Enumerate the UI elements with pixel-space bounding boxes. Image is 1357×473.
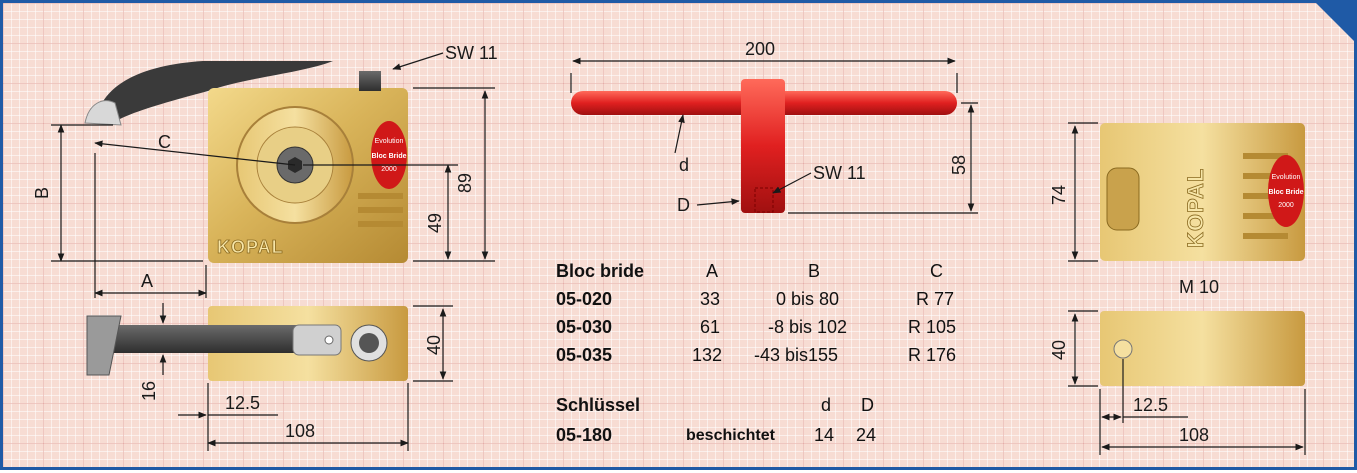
header-b: B: [808, 261, 821, 281]
end-badge-text-bot: 2000: [1278, 202, 1294, 209]
row-1-c: R 105: [908, 317, 957, 337]
header-schluessel: Schlüssel: [556, 395, 641, 415]
row-1-code: 05-030: [556, 317, 613, 337]
badge-text-mid: Bloc Bride: [371, 153, 406, 160]
dim-200-label: 200: [745, 39, 775, 59]
t-key-drawing: 200 58 d D SW 11: [570, 39, 978, 215]
badge-text-top: Evolution: [375, 138, 404, 145]
header-a: A: [706, 261, 719, 281]
row-2-b: -43 bis155: [754, 345, 839, 365]
header-c: C: [930, 261, 943, 281]
key-D-label: D: [677, 195, 690, 215]
key-coating: beschichtet: [686, 427, 775, 444]
key-table: Schlüssel d D 05-180 beschichtet 14 24: [556, 395, 936, 451]
bloc-bride-table: Bloc bride A B C 05-020 33 0 bis 80 R 77…: [556, 261, 986, 381]
row-2-c: R 176: [908, 345, 957, 365]
top-view-tip: [86, 315, 122, 376]
header-bloc-bride: Bloc bride: [556, 261, 645, 281]
row-0-code: 05-020: [556, 289, 613, 309]
m10-label: M 10: [1179, 277, 1219, 297]
clamp-end-view: KOPAL Evolution Bloc Bride 2000 74 M 10 …: [1049, 122, 1306, 455]
technical-drawing: Evolution Bloc Bride 2000 KOPAL C B A 89…: [32, 39, 1306, 455]
key-code: 05-180: [556, 425, 613, 445]
end-badge-text-top: Evolution: [1272, 174, 1301, 181]
end-view-badge: [1268, 155, 1304, 227]
dim-c-label: C: [158, 132, 171, 152]
end-view-slot: [1106, 167, 1140, 231]
row-2-a: 132: [692, 345, 723, 365]
clamp-tip: [84, 100, 122, 126]
side-slots: [358, 193, 403, 227]
end-bottom-hole: [1113, 339, 1133, 359]
dim-40-left-label: 40: [424, 335, 444, 355]
row-0-c: R 77: [916, 289, 955, 309]
key-d-value: 14: [814, 425, 835, 445]
dim-16-label: 16: [139, 381, 159, 401]
row-0-a: 33: [700, 289, 721, 309]
brand-logo-left: KOPAL: [217, 237, 284, 257]
badge-text-bot: 2000: [381, 166, 397, 173]
arm-clamp-plate: [292, 324, 342, 356]
row-0-b: 0 bis 80: [776, 289, 840, 309]
dim-12-5-left-label: 12.5: [225, 393, 260, 413]
clamp-top-view: 40 16 12.5 108: [86, 303, 453, 451]
dim-40-right-label: 40: [1049, 340, 1069, 360]
key-shaft: [741, 79, 785, 213]
end-bottom-body: [1100, 311, 1305, 386]
clamp-arm: [95, 61, 333, 123]
brand-logo-right: KOPAL: [1183, 168, 1208, 248]
corner-mark: [1316, 3, 1354, 41]
key-d-label: d: [679, 155, 689, 175]
top-screw: [359, 71, 381, 91]
dim-89-label: 89: [455, 173, 475, 193]
dim-b-label: B: [32, 187, 52, 199]
row-1-b: -8 bis 102: [768, 317, 848, 337]
dim-108-right-label: 108: [1179, 425, 1209, 445]
header-d: d: [821, 395, 832, 415]
dim-12-5-right-label: 12.5: [1133, 395, 1168, 415]
dim-58-label: 58: [949, 155, 969, 175]
left-dimensions: C B A 89 49 SW 11: [32, 43, 498, 298]
header-D: D: [861, 395, 874, 415]
dim-108-left-label: 108: [285, 421, 315, 441]
row-1-a: 61: [700, 317, 721, 337]
sw11-top-label: SW 11: [445, 43, 498, 63]
sw11-key-label: SW 11: [813, 163, 866, 183]
dim-74-label: 74: [1049, 185, 1069, 205]
clamp-side-view: Evolution Bloc Bride 2000 KOPAL: [84, 61, 408, 263]
end-view-slots: [1243, 153, 1288, 239]
dim-a-label: A: [141, 271, 153, 291]
end-badge-text-mid: Bloc Bride: [1268, 189, 1303, 196]
dim-49-label: 49: [425, 213, 445, 233]
key-D-value: 24: [856, 425, 877, 445]
row-2-code: 05-035: [556, 345, 613, 365]
logo-badge: [371, 121, 407, 189]
